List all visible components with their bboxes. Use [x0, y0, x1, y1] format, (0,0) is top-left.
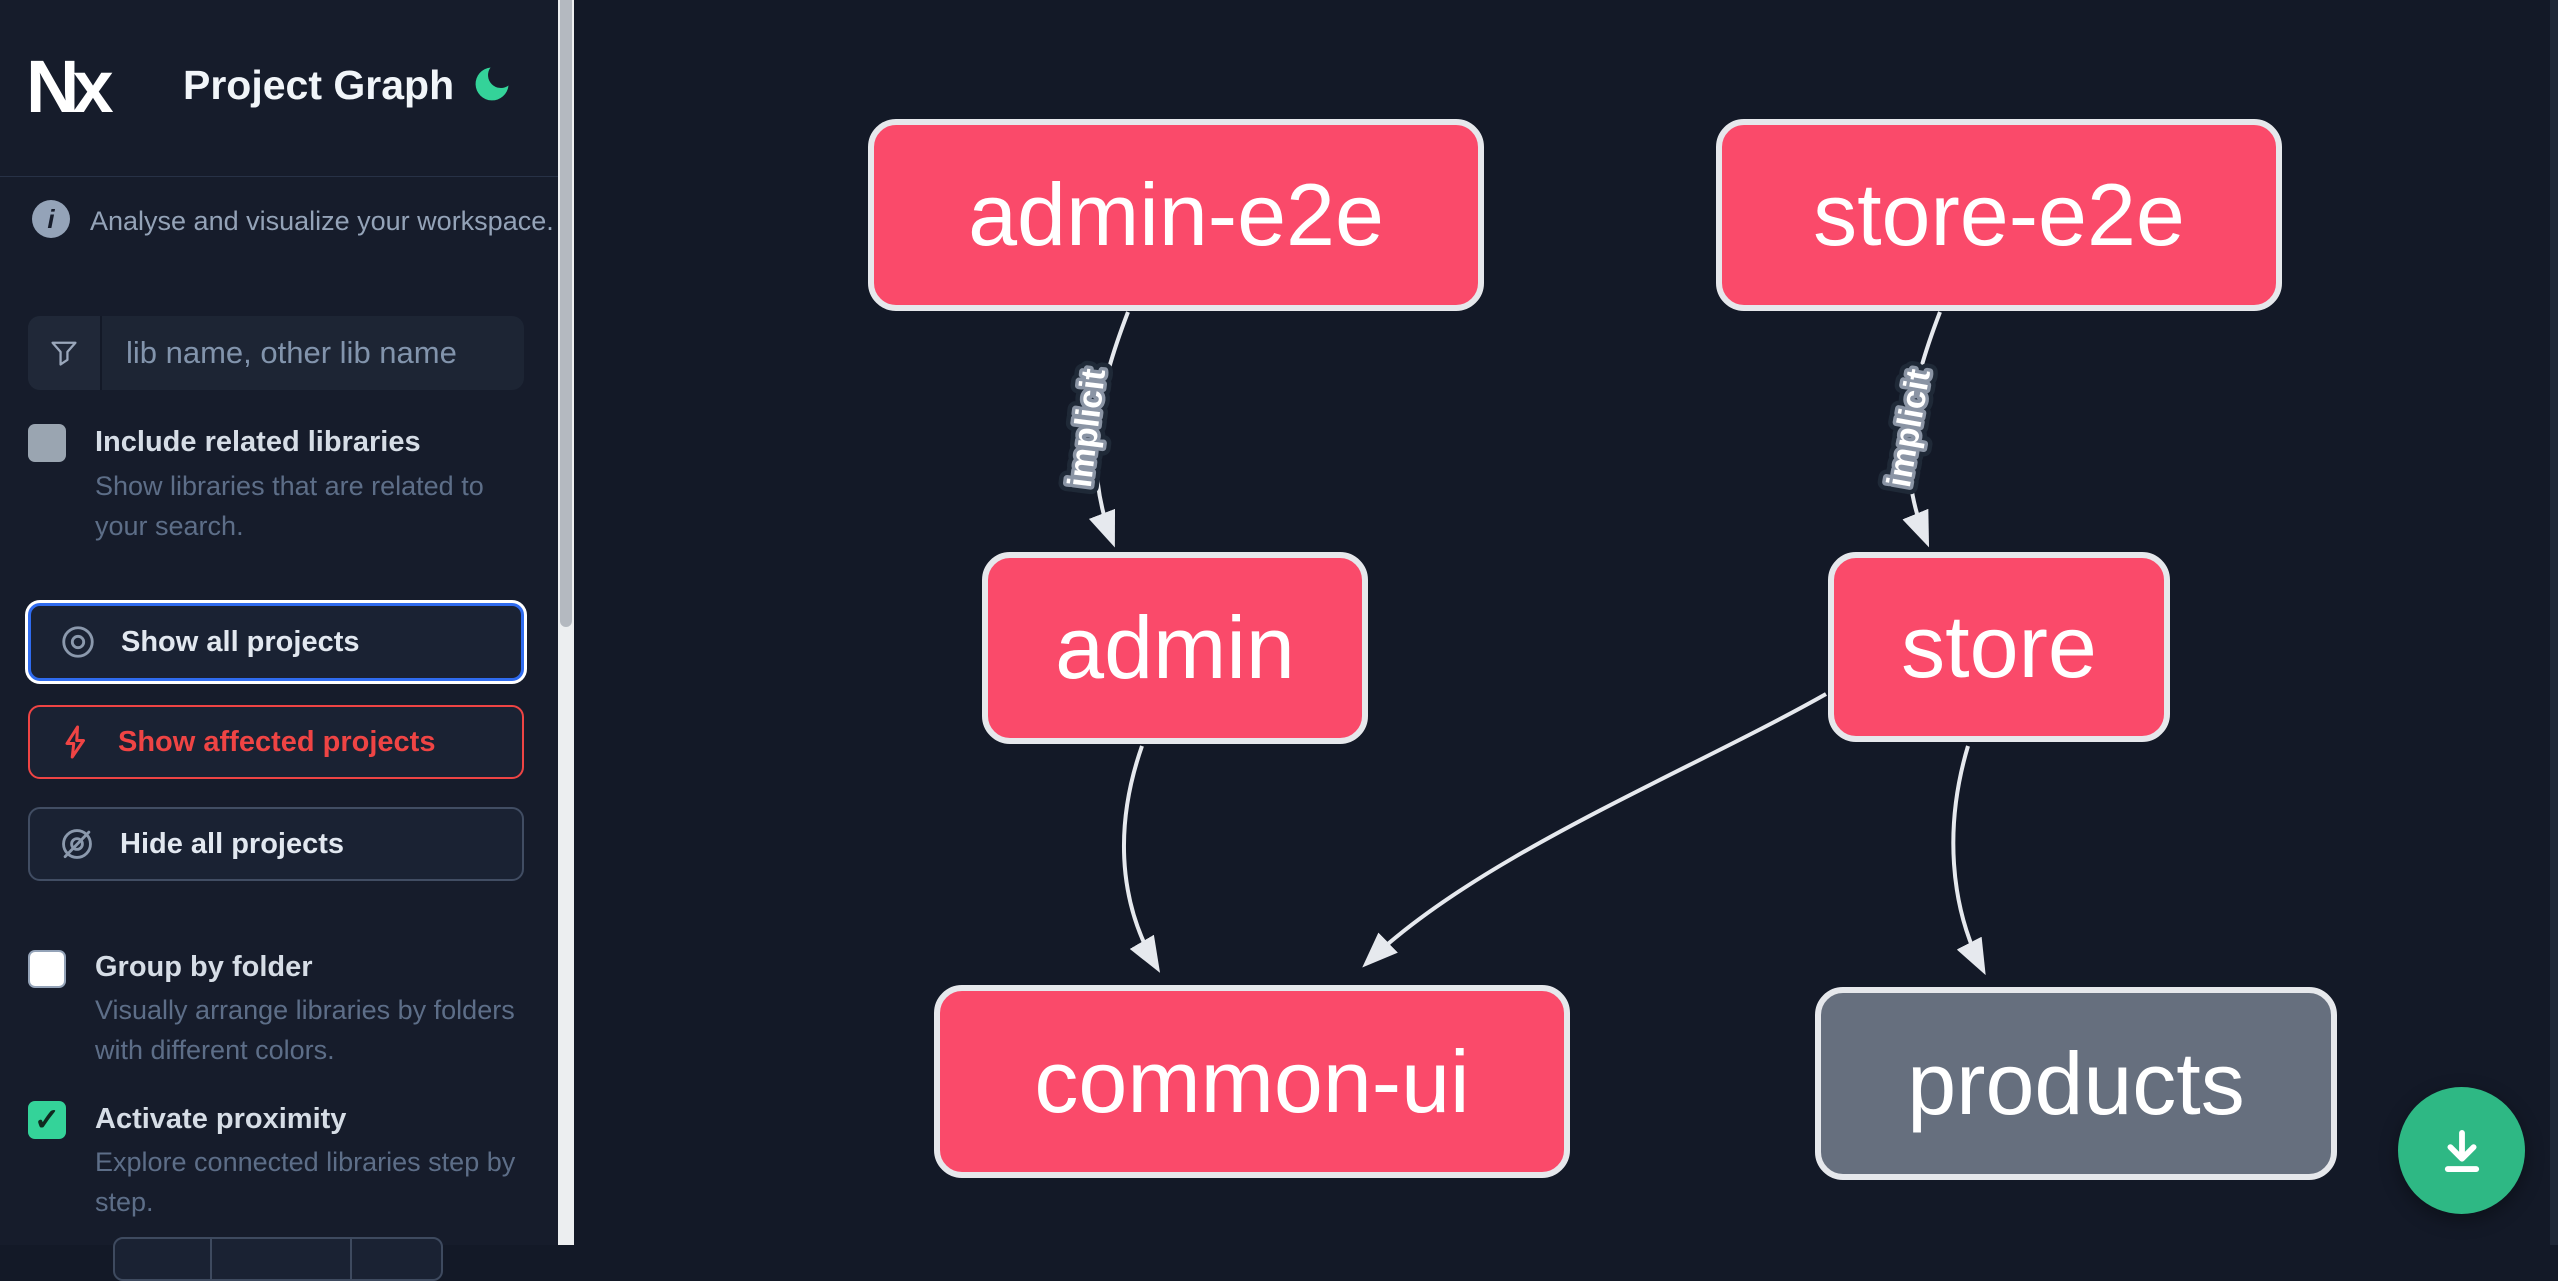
show-all-projects-label: Show all projects — [121, 625, 360, 658]
include-related-checkbox[interactable] — [28, 424, 66, 462]
sidebar-scrollbar-track[interactable] — [558, 0, 574, 1245]
sidebar-scrollbar-thumb[interactable] — [560, 0, 572, 627]
proximity-depth-control[interactable] — [113, 1237, 443, 1281]
show-affected-projects-button[interactable]: Show affected projects — [28, 705, 524, 779]
info-icon — [32, 200, 70, 238]
activate-proximity-description: Explore connected libraries step by step… — [95, 1147, 516, 1217]
header-divider — [0, 176, 558, 177]
show-affected-projects-label: Show affected projects — [118, 725, 436, 758]
group-by-folder-label: Group by folder — [95, 951, 313, 983]
bolt-icon — [65, 725, 85, 759]
eye-off-icon — [62, 829, 92, 859]
show-all-projects-button[interactable]: Show all projects — [28, 603, 524, 681]
nx-logo: Nx — [26, 44, 114, 128]
canvas-scrollbar[interactable] — [2550, 0, 2558, 1245]
include-related-label: Include related libraries — [95, 426, 421, 458]
proximity-value-segment — [210, 1239, 350, 1279]
group-by-folder-checkbox[interactable] — [28, 950, 66, 988]
graph-node-store[interactable]: store — [1828, 552, 2170, 742]
proximity-increment-segment[interactable] — [350, 1239, 439, 1279]
download-icon — [2444, 1129, 2479, 1172]
page-title: Project Graph — [183, 62, 455, 108]
theme-toggle-button[interactable] — [470, 62, 514, 106]
search-input[interactable] — [102, 316, 524, 390]
group-by-folder-description: Visually arrange libraries by folders wi… — [95, 995, 515, 1065]
sidebar: Nx Project Graph Analyse and visualize y… — [0, 0, 558, 1281]
include-related-description: Show libraries that are related to your … — [95, 471, 484, 541]
filter-icon-cell — [28, 316, 102, 390]
graph-node-store-e2e[interactable]: store-e2e — [1716, 119, 2282, 311]
graph-node-admin-e2e[interactable]: admin-e2e — [868, 119, 1484, 311]
graph-node-admin[interactable]: admin — [982, 552, 1368, 744]
activate-proximity-label: Activate proximity — [95, 1103, 347, 1135]
tagline-text: Analyse and visualize your workspace. — [90, 206, 554, 236]
proximity-decrement-segment[interactable] — [115, 1239, 210, 1279]
activate-proximity-checkbox[interactable] — [28, 1101, 66, 1139]
filter-icon — [51, 341, 77, 366]
search-box — [28, 316, 524, 390]
hide-all-projects-label: Hide all projects — [120, 827, 345, 860]
hide-all-projects-button[interactable]: Hide all projects — [28, 807, 524, 881]
download-graph-button[interactable] — [2398, 1087, 2525, 1214]
graph-node-products[interactable]: products — [1815, 987, 2337, 1180]
moon-icon — [475, 67, 509, 101]
graph-node-common-ui[interactable]: common-ui — [934, 985, 1570, 1178]
eye-icon — [62, 626, 94, 658]
